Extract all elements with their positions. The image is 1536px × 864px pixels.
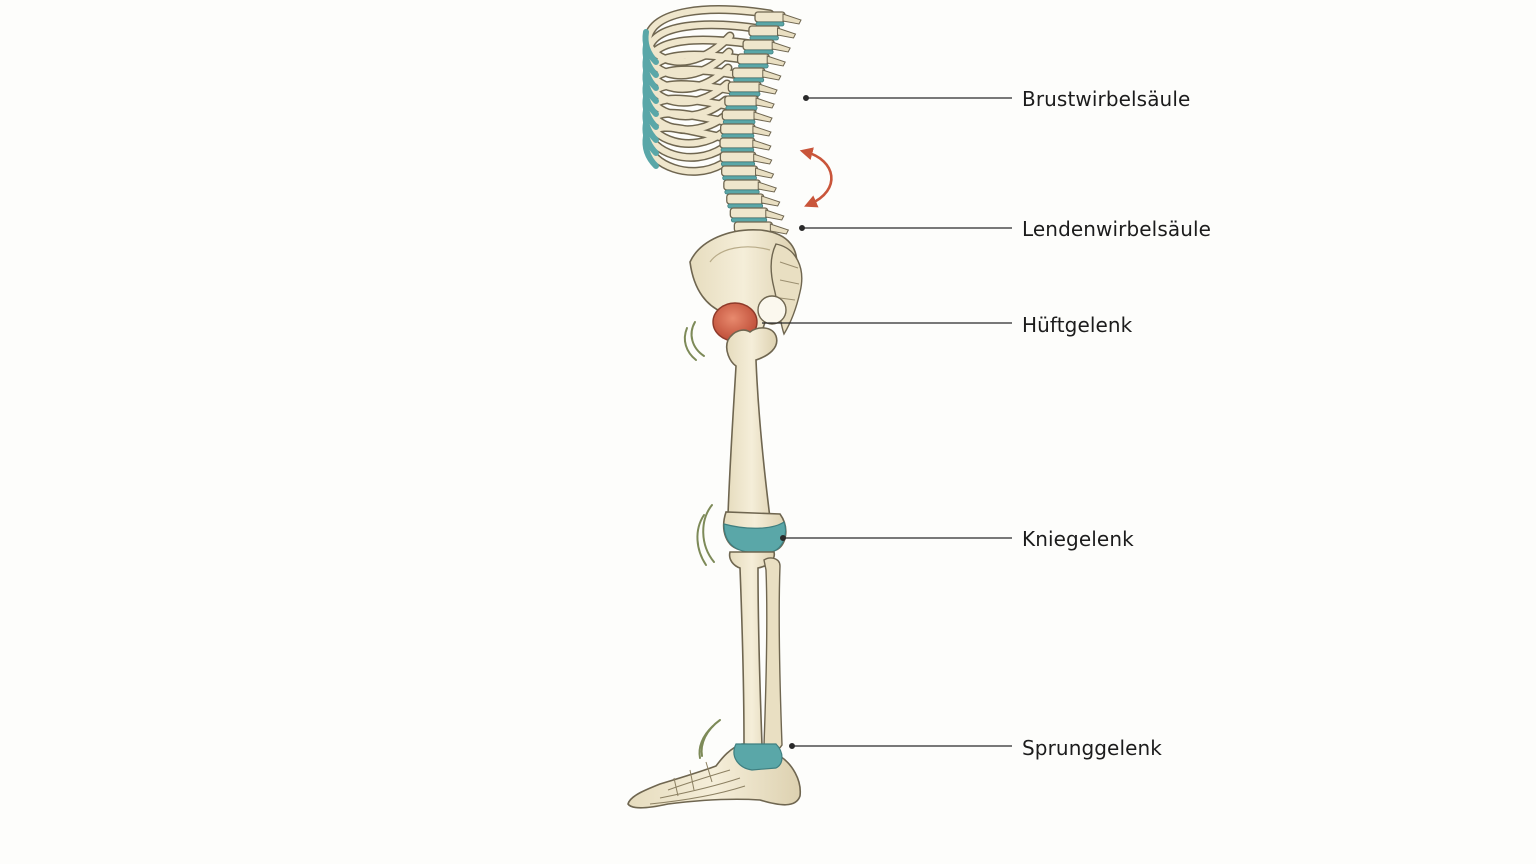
spine-flexion-arrow-icon: [799, 147, 833, 208]
lower-leg: [728, 551, 783, 751]
spine: [719, 11, 802, 237]
label-ankle-joint: Sprunggelenk: [1022, 736, 1162, 760]
rib-cage: [642, 5, 775, 176]
leader-lines: [762, 94, 1012, 749]
label-thoracic-spine: Brustwirbelsäule: [1022, 87, 1191, 111]
pelvis: [689, 229, 803, 344]
label-knee-joint: Kniegelenk: [1022, 527, 1134, 551]
foot: [627, 743, 802, 809]
knee-cartilage: [723, 521, 787, 553]
label-hip-joint: Hüftgelenk: [1022, 313, 1133, 337]
label-lumbar-spine: Lendenwirbelsäule: [1022, 217, 1212, 241]
motion-lines: [683, 321, 721, 759]
femur: [722, 327, 787, 551]
